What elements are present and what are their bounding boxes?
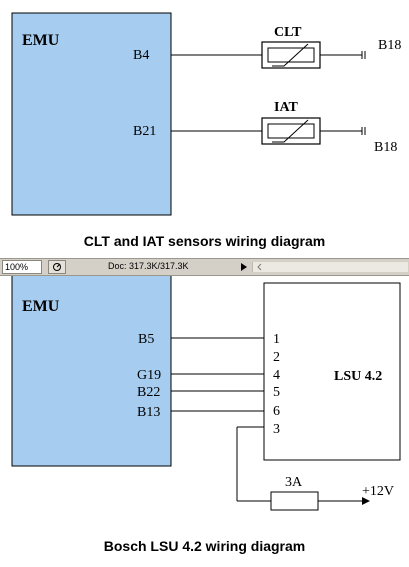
pin-label-b21: B21: [133, 124, 156, 139]
fuse-label: 3A: [285, 475, 303, 490]
pin-label-b4: B4: [133, 48, 149, 63]
lsu-pin-2: 2: [273, 350, 280, 365]
emu-label-2: EMU: [22, 298, 60, 315]
horizontal-scrollbar[interactable]: [252, 262, 408, 272]
top-caption: CLT and IAT sensors wiring diagram: [83, 233, 326, 249]
lsu-box: [263, 282, 401, 461]
iat-label: IAT: [274, 100, 299, 115]
iat-sensor-inner: [267, 123, 315, 139]
lsu-pin-6: 6: [273, 404, 280, 419]
pin-label-b13: B13: [137, 405, 160, 420]
supply-label: +12V: [362, 484, 394, 499]
fuse-box: [270, 491, 319, 511]
bottom-caption: Bosch LSU 4.2 wiring diagram: [103, 538, 306, 554]
doc-size-text: Doc: 317.3K/317.3K: [108, 261, 189, 271]
navigator-icon: [53, 263, 61, 271]
clt-iat-wiring-svg: EMU B4 B21 CLT B18 IAT B18: [11, 12, 401, 216]
emu-box: [11, 12, 172, 216]
ground-label-2: B18: [374, 140, 397, 155]
clt-thermistor-slash: [272, 43, 309, 67]
clt-sensor-inner: [267, 47, 315, 63]
lsu-label: LSU 4.2: [334, 369, 382, 384]
ground-label-1: B18: [378, 38, 401, 53]
pin-label-g19: G19: [137, 368, 161, 383]
clt-label: CLT: [274, 25, 302, 40]
lsu-pin-4: 4: [273, 368, 280, 383]
clt-iat-diagram: EMU B4 B21 CLT B18 IAT B18 CLT and IAT s…: [0, 0, 409, 258]
emu-label: EMU: [22, 32, 60, 49]
status-menu-arrow[interactable]: [238, 260, 250, 274]
lsu-pin-5: 5: [273, 385, 280, 400]
lsu-pin-3: 3: [273, 422, 280, 437]
scroll-left-icon: [257, 263, 262, 271]
document-statusbar: 100% Doc: 317.3K/317.3K: [0, 258, 409, 276]
emu-box-2: [11, 273, 172, 467]
iat-thermistor-slash: [272, 119, 309, 143]
supply-arrow-icon: [362, 497, 370, 505]
lsu-wiring-svg: EMU B5 G19 B22 B13 LSU 4.2 1 2 4 5 6 3 3…: [11, 273, 401, 511]
play-arrow-icon: [241, 263, 247, 271]
pin-label-b22: B22: [137, 385, 160, 400]
lsu-pin-1: 1: [273, 332, 280, 347]
pin-label-b5: B5: [138, 332, 154, 347]
zoom-field[interactable]: 100%: [2, 260, 42, 274]
navigator-button[interactable]: [48, 260, 66, 274]
lsu-diagram: EMU B5 G19 B22 B13 LSU 4.2 1 2 4 5 6 3 3…: [0, 273, 409, 562]
